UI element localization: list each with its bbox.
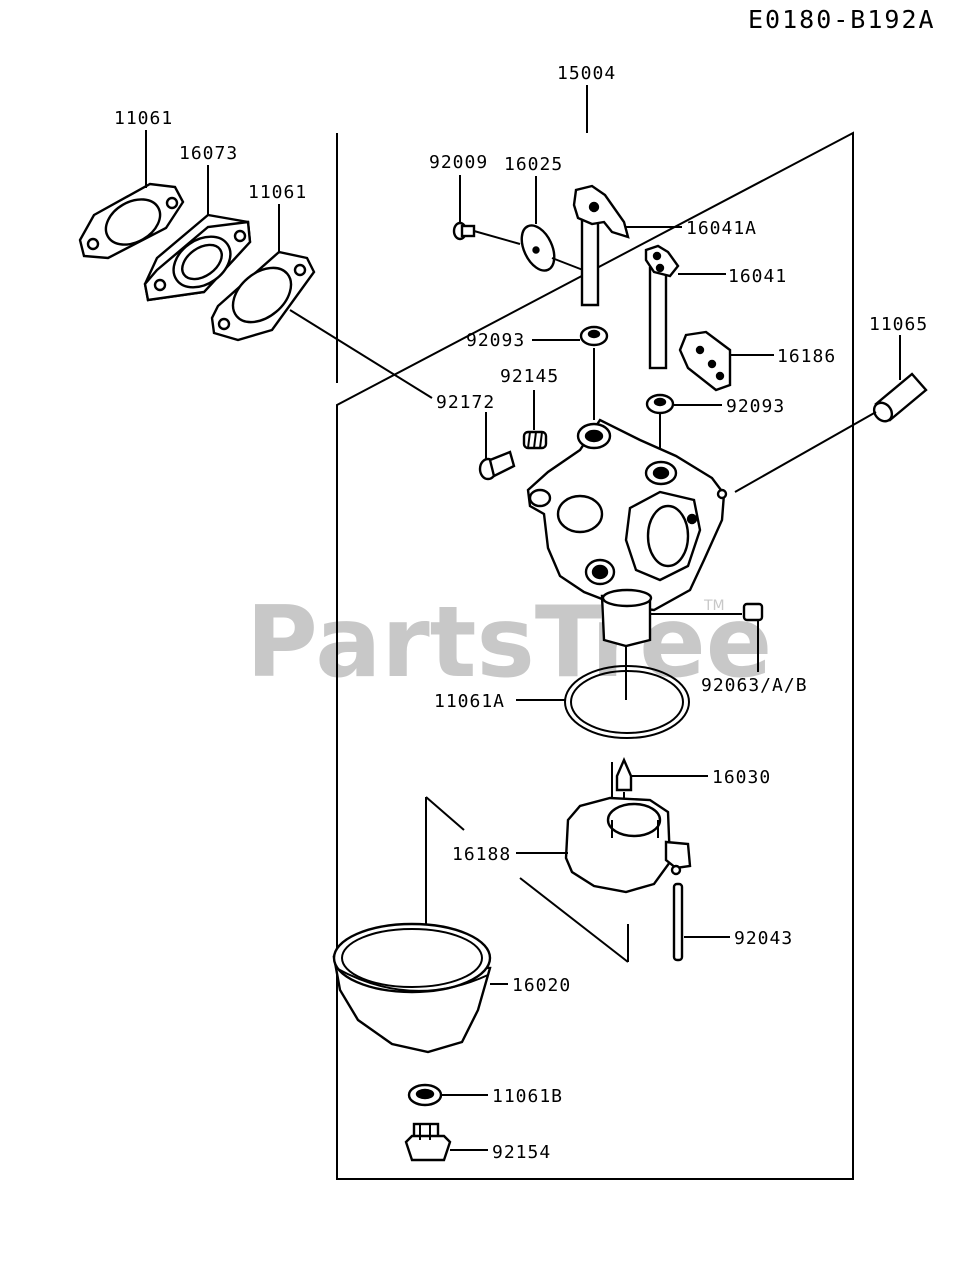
bowl-16020[interactable] bbox=[332, 922, 508, 1054]
spring-92145[interactable] bbox=[522, 390, 548, 450]
label-92063[interactable]: 92063/A/B bbox=[701, 675, 808, 696]
carburetor-body[interactable] bbox=[526, 418, 728, 700]
jet-92063[interactable] bbox=[650, 602, 764, 672]
label-16073[interactable]: 16073 bbox=[179, 143, 238, 164]
label-16188[interactable]: 16188 bbox=[452, 844, 511, 865]
shaft-16041A[interactable] bbox=[572, 184, 682, 307]
pin-92043[interactable] bbox=[672, 882, 730, 962]
label-11061-left[interactable]: 11061 bbox=[114, 108, 173, 129]
assembly-frame bbox=[336, 85, 854, 1180]
label-92154[interactable]: 92154 bbox=[492, 1142, 551, 1163]
throttle-plate-16025[interactable] bbox=[515, 176, 584, 276]
label-16030[interactable]: 16030 bbox=[712, 767, 771, 788]
label-11061A[interactable]: 11061A bbox=[434, 691, 505, 712]
label-16041[interactable]: 16041 bbox=[728, 266, 787, 287]
label-11061B[interactable]: 11061B bbox=[492, 1086, 563, 1107]
label-16025[interactable]: 16025 bbox=[504, 154, 563, 175]
trademark-mark: TM bbox=[703, 598, 725, 614]
label-11061-right[interactable]: 11061 bbox=[248, 182, 307, 203]
gasket-11061-right[interactable] bbox=[210, 204, 316, 342]
watermark: PartsTree bbox=[246, 586, 772, 700]
label-11065[interactable]: 11065 bbox=[869, 314, 928, 335]
label-92093-lower[interactable]: 92093 bbox=[726, 396, 785, 417]
screw-92009[interactable] bbox=[452, 175, 521, 245]
tube-11065[interactable] bbox=[734, 335, 928, 493]
oring-11061A[interactable] bbox=[516, 665, 690, 739]
label-16020[interactable]: 16020 bbox=[512, 975, 571, 996]
diagram-code: E0180-B192A bbox=[748, 5, 936, 34]
insulator-16073[interactable] bbox=[143, 165, 252, 302]
float-16188[interactable] bbox=[516, 796, 692, 894]
label-92043[interactable]: 92043 bbox=[734, 928, 793, 949]
label-92093-upper[interactable]: 92093 bbox=[466, 330, 525, 351]
bolt-92172[interactable] bbox=[478, 412, 516, 481]
bolt-92154[interactable] bbox=[404, 1122, 488, 1162]
label-92145[interactable]: 92145 bbox=[500, 366, 559, 387]
label-15004[interactable]: 15004 bbox=[557, 63, 616, 84]
label-16186[interactable]: 16186 bbox=[777, 346, 836, 367]
gasket-11061-left[interactable] bbox=[78, 130, 185, 260]
label-92172[interactable]: 92172 bbox=[436, 392, 495, 413]
bracket-16186[interactable] bbox=[678, 330, 774, 392]
shaft-16041[interactable] bbox=[644, 244, 726, 370]
label-92009[interactable]: 92009 bbox=[429, 152, 488, 173]
gasket-11061B[interactable] bbox=[407, 1083, 488, 1107]
seal-92093-upper[interactable] bbox=[532, 325, 609, 420]
label-16041A[interactable]: 16041A bbox=[686, 218, 757, 239]
